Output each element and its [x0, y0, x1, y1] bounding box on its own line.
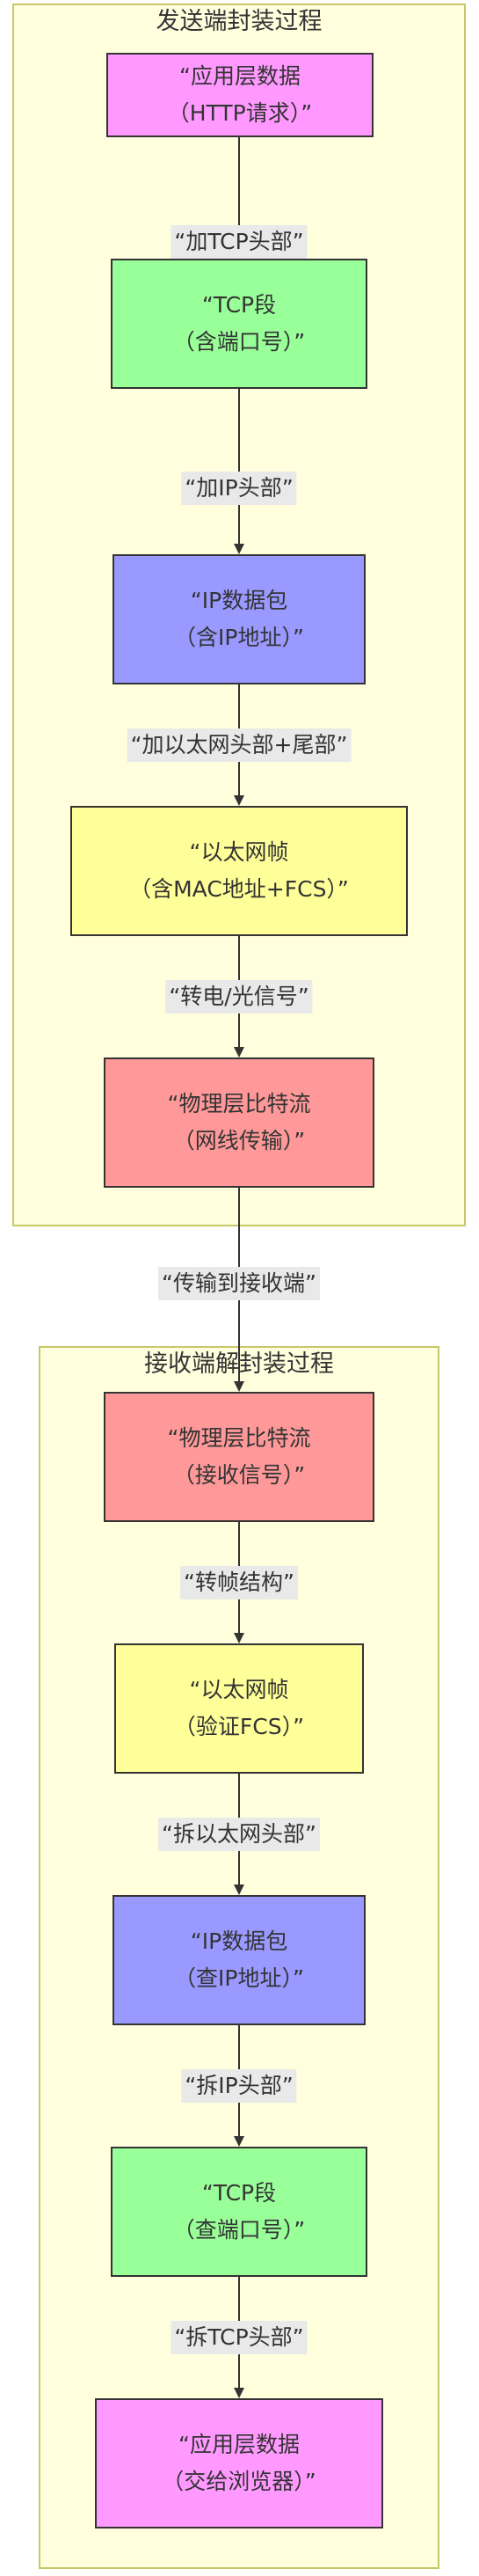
edge-label-to-signal: “转电/光信号” [165, 980, 313, 1014]
node-line-1: “以太网帧 [189, 1677, 289, 1702]
node-line-1: “物理层比特流 [167, 1425, 311, 1451]
node-line-2: （查端口号）” [172, 2217, 306, 2243]
node-line-1: “物理层比特流 [167, 1091, 311, 1116]
edge-label-to-frame: “转帧结构” [180, 1566, 298, 1599]
node-line-2: （接收信号）” [172, 1462, 306, 1488]
node-line-1: “TCP段 [201, 2180, 277, 2206]
node-send-bitstream: “物理层比特流 （网线传输）” [104, 1057, 374, 1188]
node-recv-ip-packet: “IP数据包 （查IP地址）” [112, 1895, 366, 2025]
node-line-2: （网线传输）” [172, 1128, 306, 1153]
send-cluster-title: 发送端封装过程 [156, 8, 323, 35]
edge-label-add-tcp: “加TCP头部” [171, 225, 308, 259]
edge-label-strip-eth: “拆以太网头部” [158, 1818, 320, 1851]
node-send-app-data: “应用层数据 （HTTP请求）” [106, 53, 374, 137]
node-line-1: “应用层数据 [178, 2432, 300, 2457]
node-line-2: （含IP地址）” [174, 625, 304, 650]
node-line-1: “以太网帧 [189, 839, 289, 865]
node-line-1: “IP数据包 [190, 588, 288, 613]
node-line-2: （验证FCS）” [173, 1714, 305, 1739]
node-line-1: “应用层数据 [179, 63, 301, 89]
node-line-1: “TCP段 [201, 292, 277, 318]
edge-label-strip-tcp: “拆TCP头部” [171, 2321, 308, 2354]
edge-label-add-eth: “加以太网头部+尾部” [127, 728, 352, 762]
node-send-eth-frame: “以太网帧 （含MAC地址+FCS）” [70, 806, 408, 936]
edge-label-add-ip: “加IP头部” [181, 472, 297, 505]
node-recv-tcp-segment: “TCP段 （查端口号）” [111, 2147, 367, 2277]
edge-label-strip-ip: “拆IP头部” [181, 2069, 297, 2103]
node-send-ip-packet: “IP数据包 （含IP地址）” [112, 554, 366, 684]
node-recv-bitstream: “物理层比特流 （接收信号）” [104, 1392, 374, 1522]
node-line-2: （含端口号）” [172, 329, 306, 355]
node-line-1: “IP数据包 [190, 1928, 288, 1954]
node-recv-app-data: “应用层数据 （交给浏览器）” [95, 2398, 383, 2528]
node-line-2: （交给浏览器）” [162, 2469, 316, 2494]
edge-label-transmit: “传输到接收端” [158, 1267, 320, 1300]
node-send-tcp-segment: “TCP段 （含端口号）” [111, 259, 367, 389]
node-line-2: （含MAC地址+FCS）” [129, 876, 349, 902]
node-recv-eth-frame: “以太网帧 （验证FCS）” [114, 1643, 364, 1774]
node-line-2: （查IP地址）” [174, 1965, 304, 1991]
node-line-2: （HTTP请求）” [167, 100, 313, 126]
